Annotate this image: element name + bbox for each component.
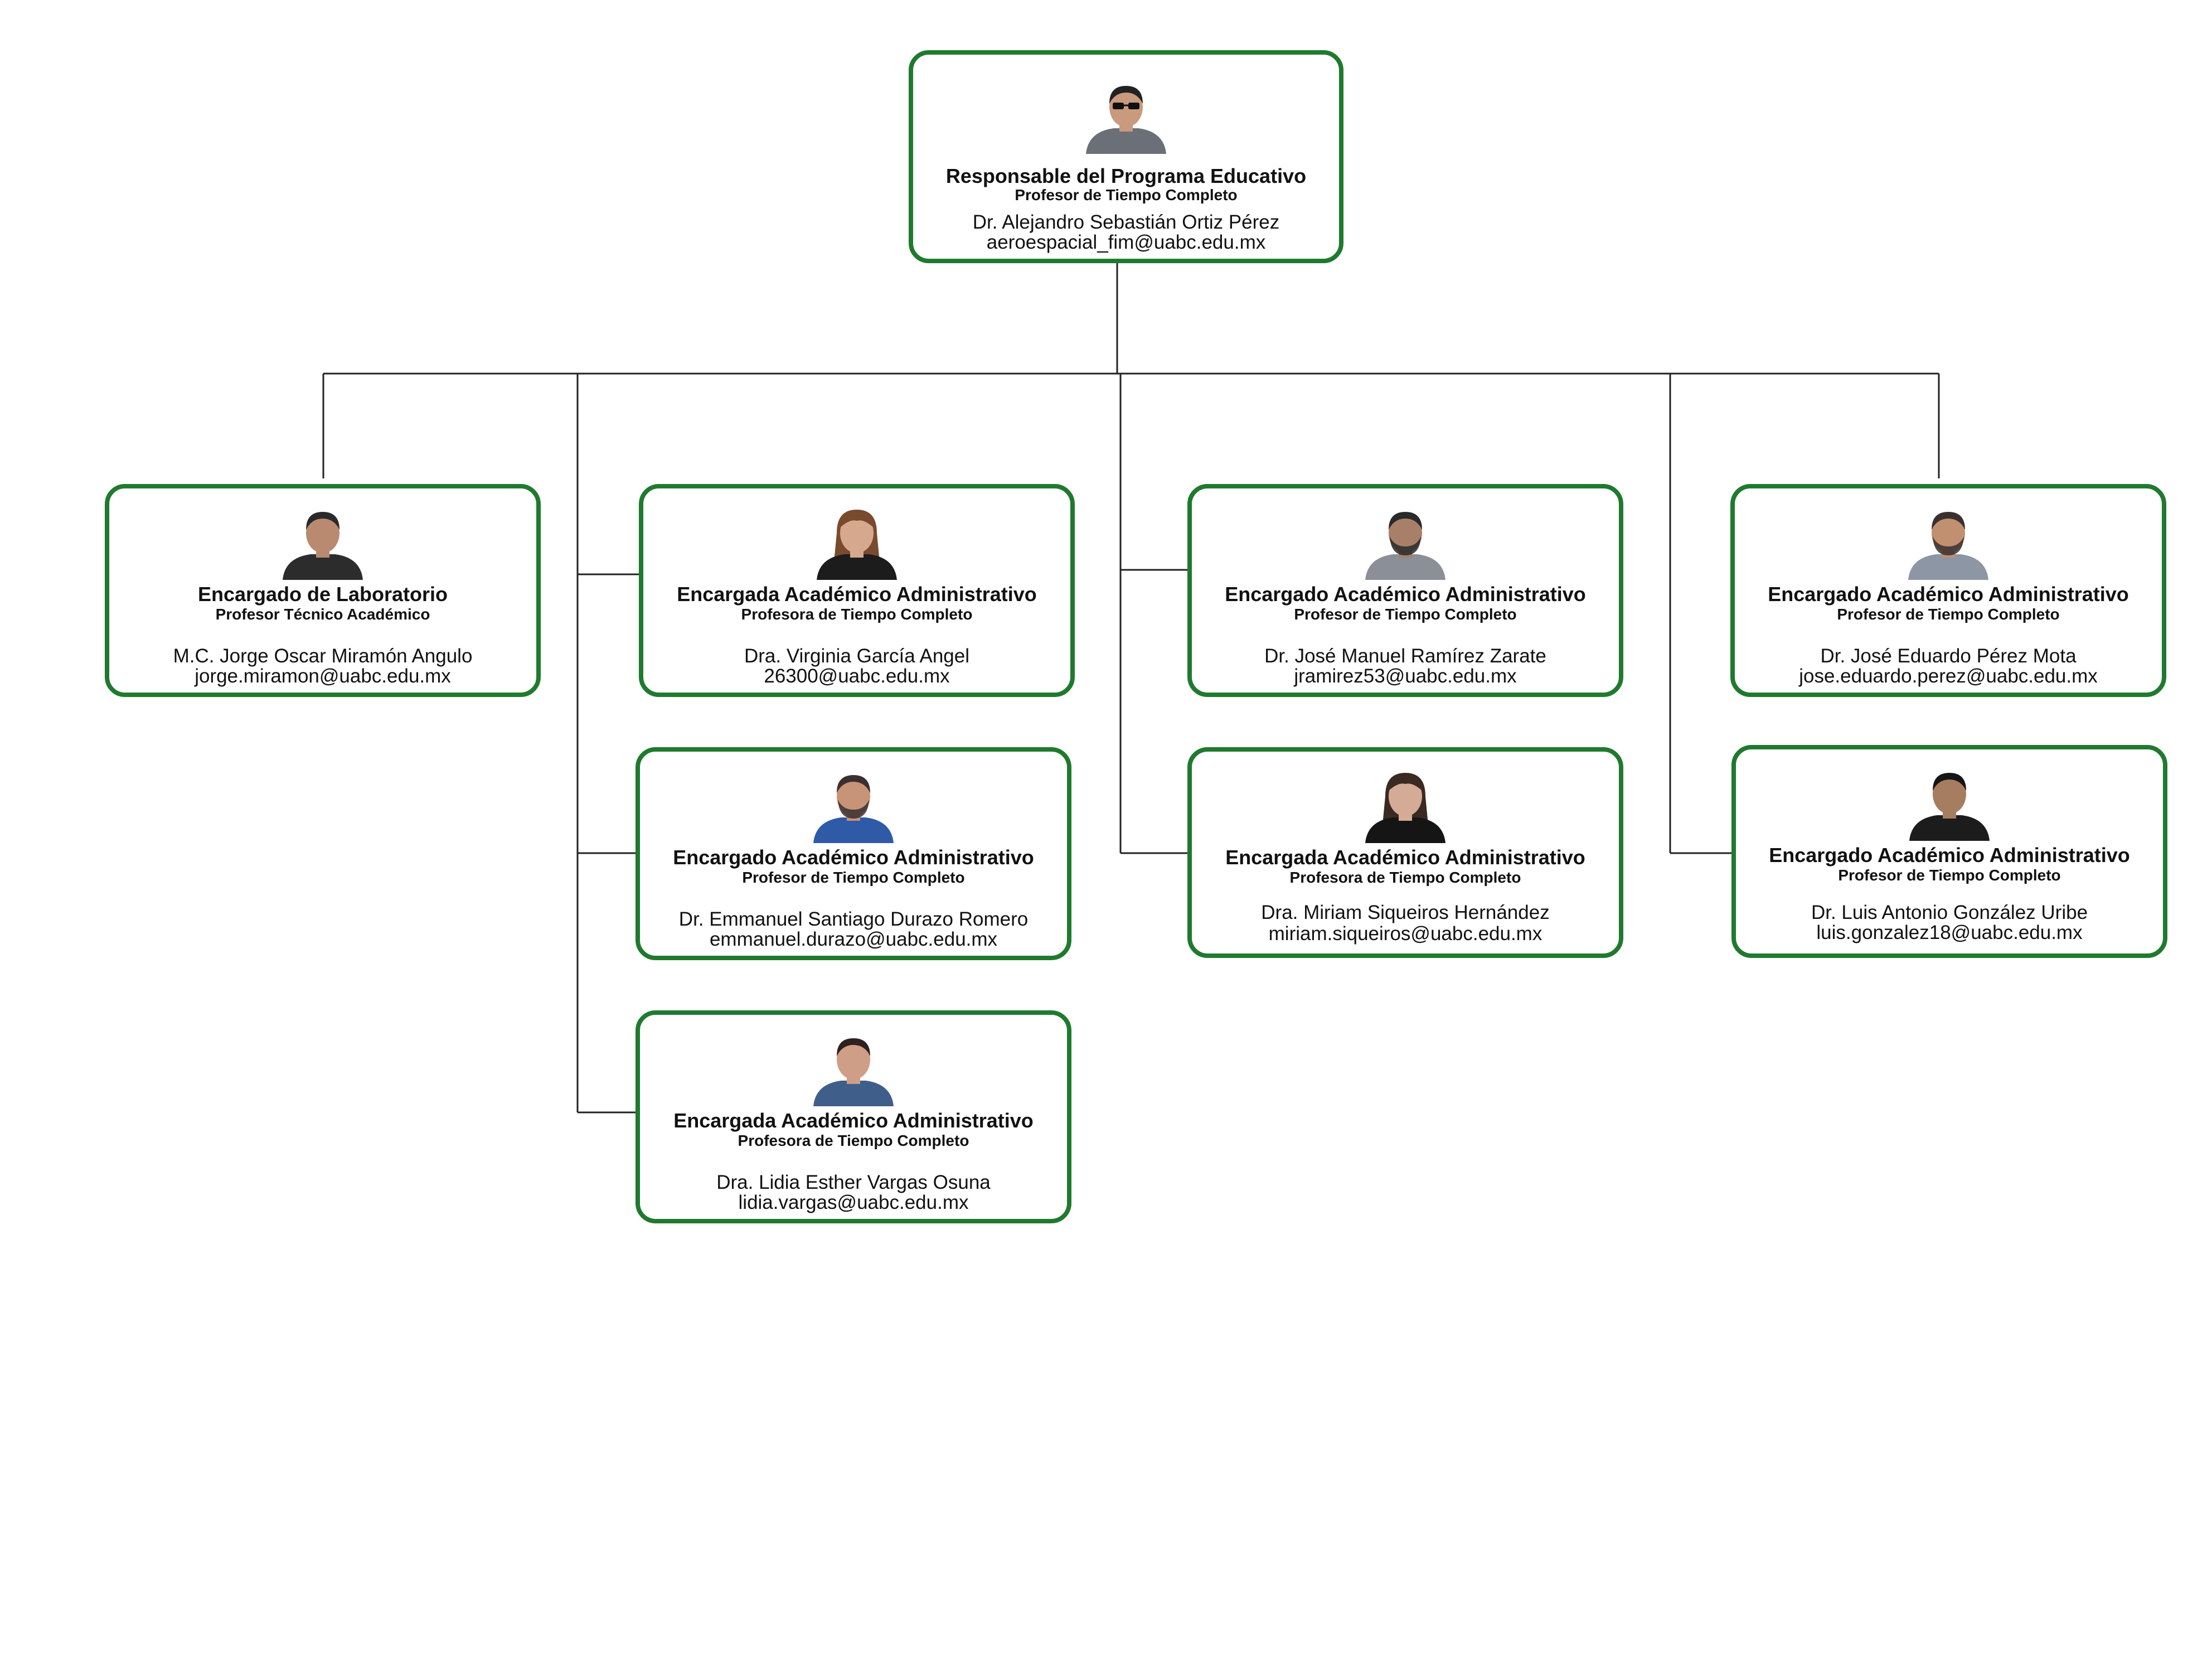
node-person-name: M.C. Jorge Oscar Miramón Angulo [173,645,473,667]
person-photo [283,512,363,580]
node-person-name: Dr. José Eduardo Pérez Mota [1820,645,2077,667]
node-vargas: Encargada Académico Administrativo Profe… [636,1010,1071,1223]
node-person-name: Dr. Luis Antonio González Uribe [1811,902,2088,923]
node-subtitle: Profesor de Tiempo Completo [742,869,965,886]
node-ramirez: Encargado Académico Administrativo Profe… [1187,484,1623,697]
node-perez: Encargado Académico Administrativo Profe… [1730,484,2166,697]
avatar [802,765,905,843]
avatar [1897,502,2000,580]
node-subtitle: Profesora de Tiempo Completo [1289,869,1521,886]
node-garcia: Encargada Académico Administrativo Profe… [639,484,1075,697]
node-email: emmanuel.durazo@uabc.edu.mx [709,928,998,950]
node-role: Encargada Académico Administrativo [677,583,1037,606]
node-person-name: Dr. Emmanuel Santiago Durazo Romero [678,908,1029,930]
avatar [806,502,908,580]
node-gonzalez: Encargado Académico Administrativo Profe… [1731,745,2167,958]
person-photo [1365,512,1445,580]
person-photo [1365,773,1445,843]
node-subtitle: Profesor de Tiempo Completo [1837,606,2060,623]
node-subtitle: Profesor de Tiempo Completo [1015,186,1238,204]
person-photo [1086,86,1166,154]
node-role: Encargado Académico Administrativo [1769,844,2130,867]
node-role: Encargada Académico Administrativo [1225,846,1585,869]
node-email: luis.gonzalez18@uabc.edu.mx [1816,922,2083,943]
node-email: jorge.miramon@uabc.edu.mx [195,665,451,687]
node-durazo: Encargado Académico Administrativo Profe… [636,747,1071,960]
node-siqueiros: Encargada Académico Administrativo Profe… [1187,747,1623,958]
node-person-name: Dra. Lidia Esther Vargas Osuna [716,1172,991,1193]
node-email: lidia.vargas@uabc.edu.mx [738,1192,969,1213]
node-subtitle: Profesora de Tiempo Completo [738,1132,969,1149]
person-photo [1909,773,1990,841]
avatar [1354,765,1457,843]
avatar [1898,763,2001,841]
node-role: Encargado Académico Administrativo [1225,583,1586,606]
node-email: jramirez53@uabc.edu.mx [1294,665,1517,687]
node-subtitle: Profesor de Tiempo Completo [1838,867,2061,884]
person-photo [1908,512,1988,580]
node-role: Responsable del Programa Educativo [945,164,1307,187]
avatar [1354,502,1457,580]
avatar [271,502,374,580]
node-role: Encargado de Laboratorio [197,583,448,606]
node-email: miriam.siqueiros@uabc.edu.mx [1268,923,1542,945]
node-subtitle: Profesora de Tiempo Completo [741,606,973,623]
node-person-name: Dra. Miriam Siqueiros Hernández [1261,902,1550,923]
person-photo [817,510,897,580]
person-photo [813,1038,894,1106]
node-email: 26300@uabc.edu.mx [764,665,950,687]
node-role: Encargada Académico Administrativo [673,1109,1034,1132]
node-person-name: Dr. José Manuel Ramírez Zarate [1264,645,1546,667]
node-role: Encargado Académico Administrativo [1768,583,2129,606]
node-role: Encargado Académico Administrativo [673,846,1034,869]
node-person-name: Dra. Virginia García Angel [744,645,969,667]
node-subtitle: Profesor Técnico Académico [215,606,430,623]
avatar [802,1028,905,1106]
node-subtitle: Profesor de Tiempo Completo [1294,606,1517,623]
avatar [1075,76,1177,154]
node-root: Responsable del Programa Educativo Profe… [909,50,1343,263]
node-person-name: Dr. Alejandro Sebastián Ortiz Pérez [972,211,1280,233]
node-email: aeroespacial_fim@uabc.edu.mx [986,231,1266,253]
node-lab: Encargado de Laboratorio Profesor Técnic… [105,484,541,697]
person-photo [813,775,894,843]
node-email: jose.eduardo.perez@uabc.edu.mx [1799,665,2098,687]
